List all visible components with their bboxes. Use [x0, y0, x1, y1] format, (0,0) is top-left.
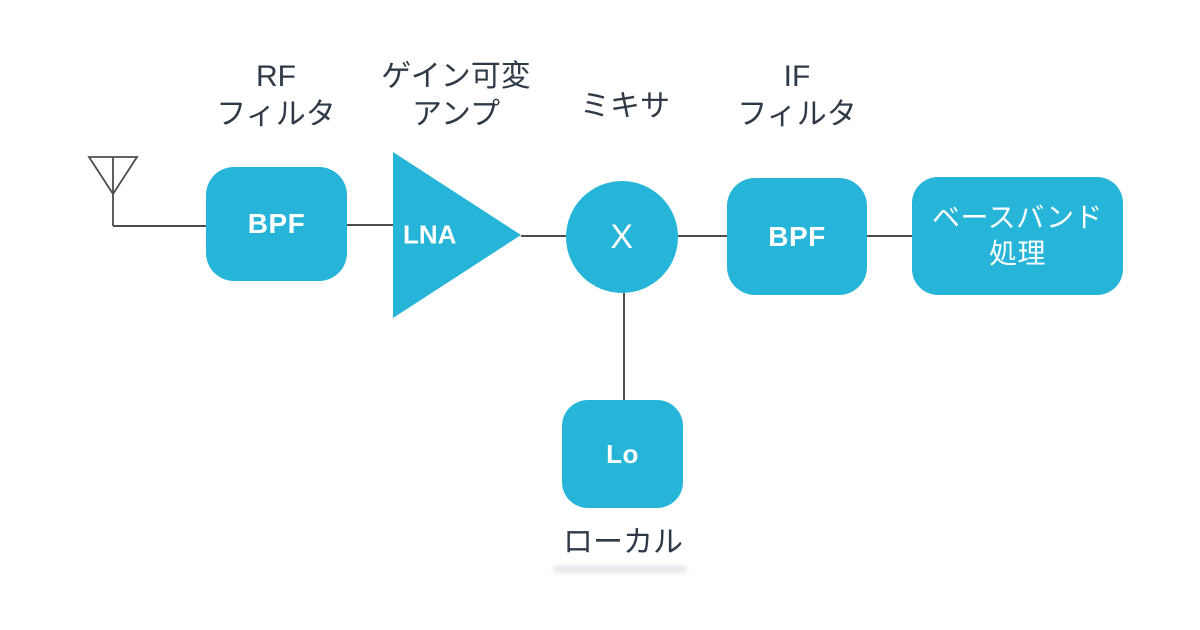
mixer-block-label: X: [610, 217, 634, 256]
if-filter-block-label: BPF: [768, 220, 826, 252]
if-filter-caption: IF フィルタ: [707, 58, 887, 134]
baseband-block: ベースバンド 処理: [912, 177, 1123, 295]
faded-text-artifact: [553, 566, 687, 573]
amplifier-block-label: LNA: [403, 219, 457, 250]
variable-gain-amp-caption-line1: ゲイン可変: [381, 60, 531, 93]
baseband-block-label-line2: 処理: [988, 238, 1046, 269]
if-filter-caption-line1: IF: [783, 60, 811, 93]
antenna-icon: [87, 156, 139, 226]
mixer-block: X: [566, 181, 678, 293]
if-filter-caption-line2: フィルタ: [737, 98, 857, 131]
rf-filter-block: BPF: [206, 167, 347, 281]
local-oscillator-block: Lo: [562, 400, 683, 508]
rf-filter-block-label: BPF: [247, 208, 306, 239]
mixer-caption: ミキサ: [580, 90, 670, 123]
rf-filter-caption-line1: RF: [256, 60, 296, 93]
baseband-block-label: ベースバンド 処理: [932, 200, 1103, 272]
variable-gain-amp-caption: ゲイン可変 アンプ: [346, 58, 566, 134]
if-filter-block: BPF: [727, 178, 867, 295]
baseband-block-label-line1: ベースバンド: [931, 202, 1103, 233]
variable-gain-amp-caption-line2: アンプ: [412, 98, 500, 131]
rf-filter-caption: RF フィルタ: [186, 58, 366, 134]
rf-filter-caption-line2: フィルタ: [216, 98, 336, 131]
local-oscillator-block-label: Lo: [606, 438, 639, 469]
local-oscillator-caption: ローカル: [563, 526, 683, 559]
amplifier-block: LNA: [393, 152, 521, 318]
